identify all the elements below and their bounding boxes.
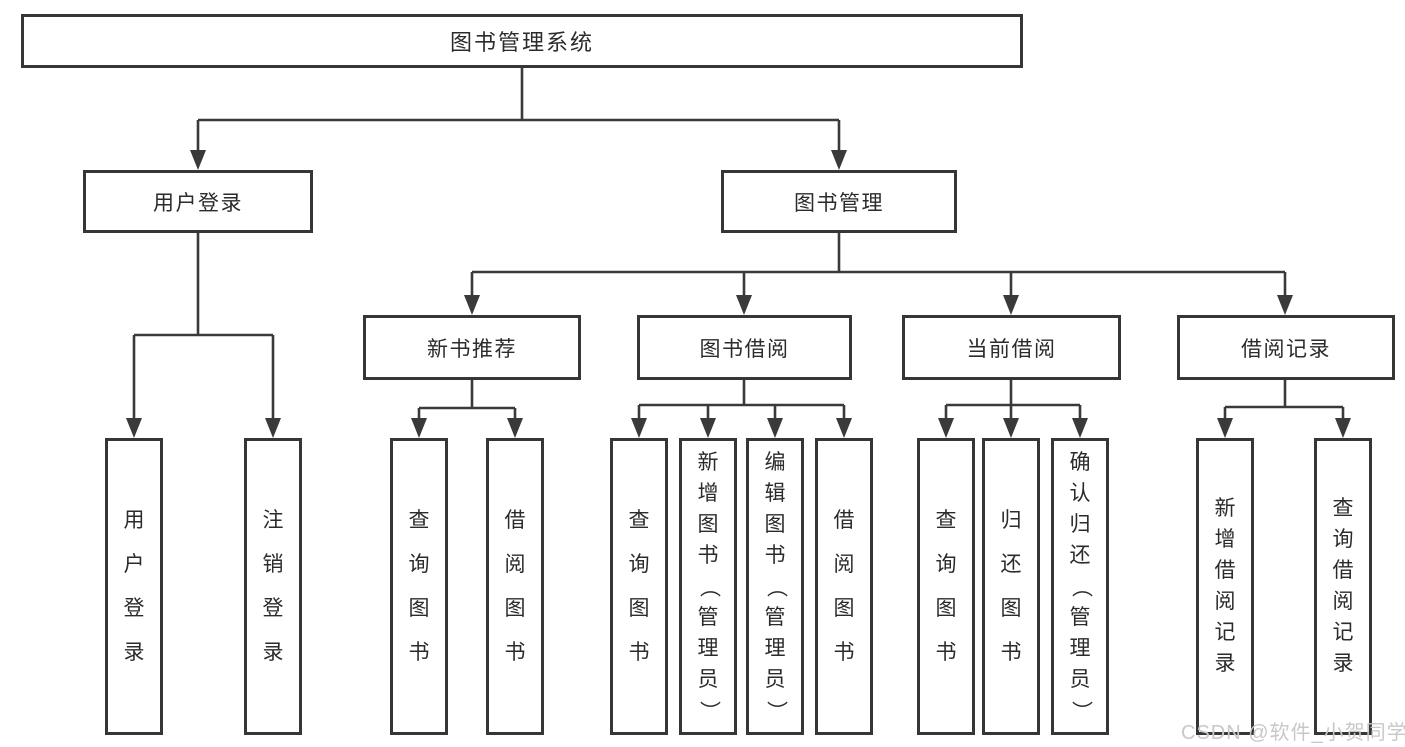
node-leaf-query-books-borrow: 查询图书	[610, 438, 668, 735]
node-new-book-recommend: 新书推荐	[363, 315, 581, 380]
node-leaf-logout: 注销登录	[244, 438, 302, 735]
connector-borrow-records-children	[1217, 380, 1351, 438]
node-borrow-records: 借阅记录	[1177, 315, 1395, 380]
node-leaf-add-borrow-record: 新增借阅记录	[1196, 438, 1254, 735]
node-leaf-user-login: 用户登录	[105, 438, 163, 735]
watermark: CSDN @软件_小贺同学	[1181, 722, 1405, 744]
connector-book-borrow-children	[631, 380, 852, 438]
node-book-borrow: 图书借阅	[637, 315, 852, 380]
node-leaf-query-books-current: 查询图书	[917, 438, 975, 735]
connector-user-login-children	[126, 233, 281, 438]
node-leaf-confirm-return-admin: 确认归还（管理员）	[1051, 438, 1109, 735]
node-leaf-return-book: 归还图书	[982, 438, 1040, 735]
node-leaf-add-book-admin: 新增图书（管理员）	[679, 438, 737, 735]
node-user-login: 用户登录	[83, 170, 313, 233]
node-leaf-borrow-books-recommend: 借阅图书	[486, 438, 544, 735]
connector-new-book-recommend-children	[411, 380, 523, 438]
node-root: 图书管理系统	[21, 14, 1023, 68]
node-leaf-query-borrow-record: 查询借阅记录	[1314, 438, 1372, 735]
node-book-mgmt: 图书管理	[721, 170, 957, 233]
connector-current-borrow-children	[938, 380, 1088, 438]
connector-book-mgmt-to-level3	[464, 233, 1293, 315]
node-leaf-edit-book-admin: 编辑图书（管理员）	[746, 438, 804, 735]
node-leaf-query-books-recommend: 查询图书	[390, 438, 448, 735]
node-current-borrow: 当前借阅	[902, 315, 1121, 380]
connector-root-to-level2	[190, 68, 847, 170]
node-leaf-borrow-books: 借阅图书	[815, 438, 873, 735]
